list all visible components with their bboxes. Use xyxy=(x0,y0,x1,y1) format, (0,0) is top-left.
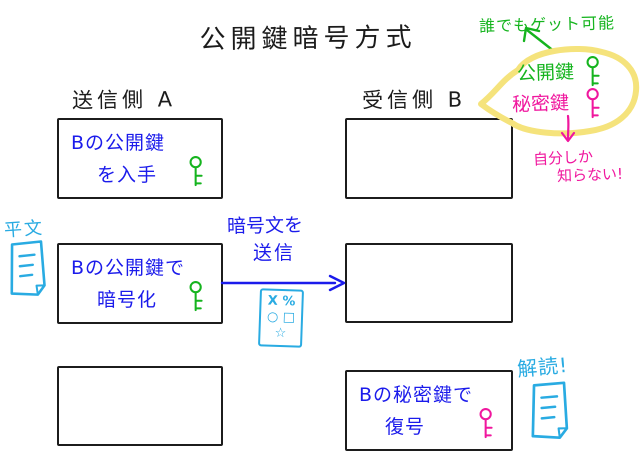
receiver-empty-box-2 xyxy=(345,243,513,323)
decoded-document-icon xyxy=(527,381,570,446)
receiver-empty-box-1 xyxy=(345,118,513,199)
only-me-note-line2: 知らない! xyxy=(556,164,624,186)
sender-empty-box xyxy=(57,366,223,446)
plaintext-document-icon xyxy=(6,239,48,302)
send-ciphertext-label-line1: 暗号文を xyxy=(226,214,304,238)
cipher-symbols-row: ☆ xyxy=(274,325,287,342)
sender-step-obtain-key-box: Bの公開鍵 を入手 xyxy=(57,118,223,199)
page-title: 公開鍵暗号方式 xyxy=(199,22,417,56)
send-arrow-icon xyxy=(220,274,348,296)
sender-step-encrypt-box: Bの公開鍵で 暗号化 xyxy=(57,243,223,324)
plaintext-label: 平文 xyxy=(3,217,45,242)
receiver-column-header: 受信側 B xyxy=(361,87,467,113)
cipher-symbols-row: X % xyxy=(267,293,296,310)
public-key-icon xyxy=(188,155,205,192)
box-text-line: 復号 xyxy=(385,416,426,438)
sender-column-header: 送信側 A xyxy=(71,87,177,113)
decoded-label: 解読! xyxy=(516,352,570,382)
cipher-symbols-row: ○ □ xyxy=(266,309,296,326)
box-text-line: Bの公開鍵 xyxy=(71,132,166,154)
private-key-icon xyxy=(585,87,602,124)
public-key-label: 公開鍵 xyxy=(516,61,575,85)
anyone-arrow-icon xyxy=(513,21,559,59)
private-key-label: 秘密鍵 xyxy=(511,92,570,116)
public-key-icon xyxy=(585,55,602,92)
speech-bubble xyxy=(476,40,640,144)
box-text-line: Bの公開鍵で xyxy=(71,257,186,279)
only-me-arrow-icon xyxy=(558,114,578,150)
public-key-icon xyxy=(188,280,205,317)
send-ciphertext-label-line2: 送信 xyxy=(253,242,296,264)
private-key-icon xyxy=(478,407,495,444)
box-text-line: 暗号化 xyxy=(97,289,158,311)
box-text-line: Bの秘密鍵で xyxy=(359,384,474,406)
receiver-step-decrypt-box: Bの秘密鍵で 復号 xyxy=(345,370,513,451)
box-text-line: を入手 xyxy=(97,164,158,186)
cipher-document-icon: X % ○ □ ☆ xyxy=(258,288,304,348)
